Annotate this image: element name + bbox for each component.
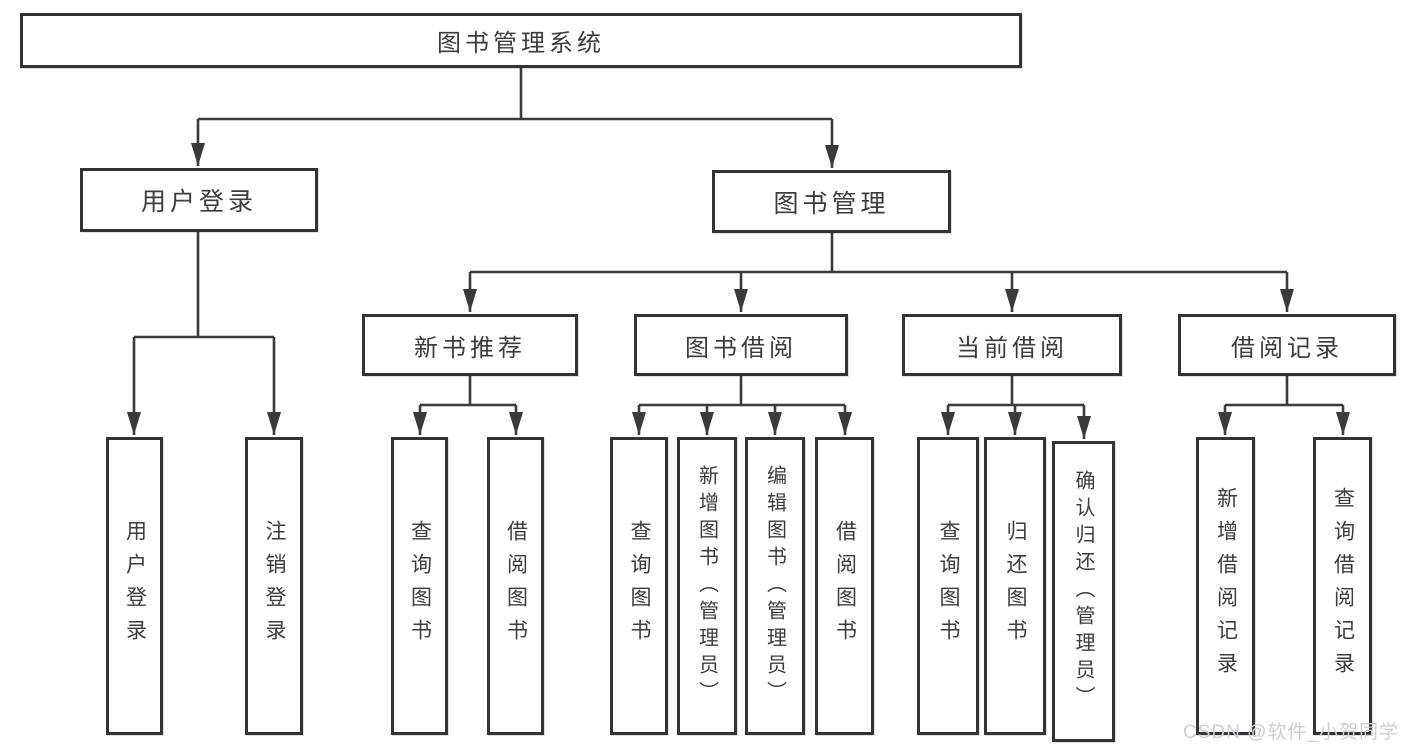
leaf-add-borrow-record: 新增借阅记录 — [1196, 437, 1255, 735]
leaf-query-books-current: 查询图书 — [917, 437, 979, 735]
leaf-borrow-books: 借阅图书 — [815, 437, 874, 735]
leaf-add-books-admin: 新增图书（管理员） — [677, 437, 737, 735]
node-current-borrow: 当前借阅 — [902, 314, 1122, 376]
leaf-query-books-borrow: 查询图书 — [610, 437, 668, 735]
node-new-book-recommend: 新书推荐 — [362, 314, 578, 376]
leaf-confirm-return-admin: 确认归还（管理员） — [1052, 441, 1115, 742]
leaf-query-borrow-record: 查询借阅记录 — [1313, 437, 1372, 735]
node-root-system: 图书管理系统 — [20, 13, 1022, 68]
leaf-return-books: 归还图书 — [984, 437, 1046, 735]
node-book-management: 图书管理 — [712, 170, 951, 233]
leaf-user-login: 用户登录 — [106, 437, 163, 735]
csdn-watermark: CSDN @软件_小贺同学 — [1183, 722, 1399, 743]
leaf-logout: 注销登录 — [245, 437, 303, 735]
node-book-borrow: 图书借阅 — [634, 314, 848, 376]
leaf-edit-books-admin: 编辑图书（管理员） — [745, 437, 805, 735]
node-user-login: 用户登录 — [80, 168, 318, 232]
leaf-borrow-books-recommend: 借阅图书 — [487, 437, 544, 735]
leaf-query-books-recommend: 查询图书 — [391, 437, 448, 735]
node-borrow-record: 借阅记录 — [1178, 314, 1396, 376]
